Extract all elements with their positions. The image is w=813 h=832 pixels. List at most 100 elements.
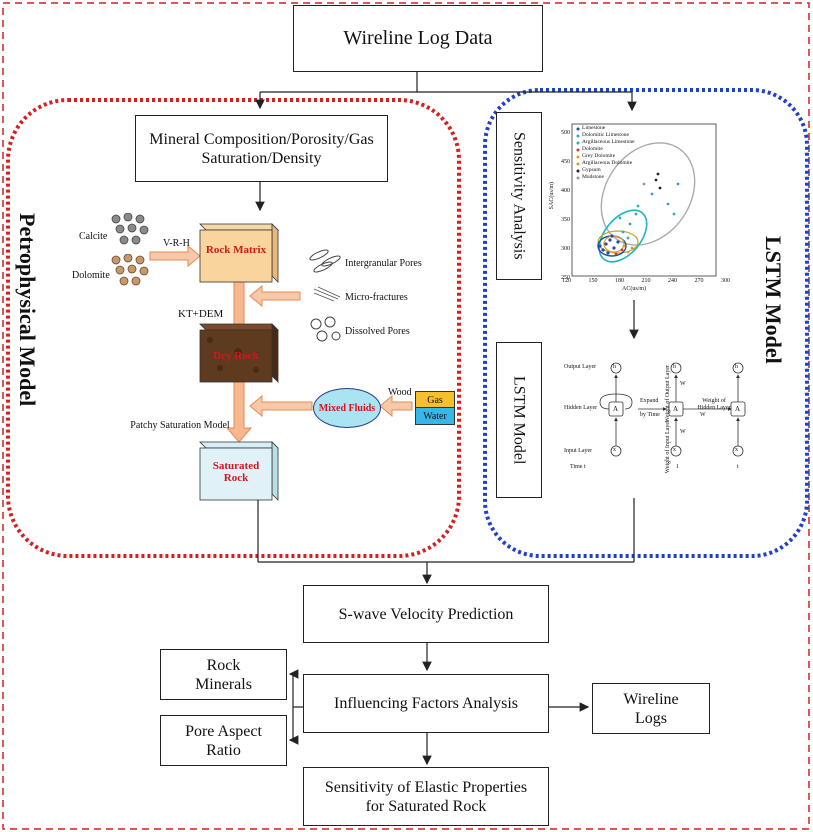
petrophysical-model-title: Petrophysical Model <box>15 213 40 407</box>
y-tick: 500 <box>561 130 570 136</box>
wireline-log-data-label: Wireline Log Data <box>343 27 493 49</box>
rock-matrix-cube <box>199 223 279 283</box>
y-tick: 250 <box>561 275 570 281</box>
vrh-label: V-R-H <box>163 238 190 249</box>
weight-output-label: Weight of Output Layer <box>665 365 671 423</box>
sensitivity-elastic-box: Sensitivity of Elastic Properties for Sa… <box>303 767 549 826</box>
scatter-plot <box>571 123 717 277</box>
dry-rock-label: Dry Rock <box>213 350 259 362</box>
dolomite-label: Dolomite <box>72 270 110 281</box>
gas-label: Gas <box>427 394 443 406</box>
intergranular-pores-icon <box>309 249 341 273</box>
rock-minerals-box: Rock Minerals <box>160 649 287 700</box>
weight-hidden-label: Weight of Hidden Layer <box>697 398 731 411</box>
weight-input-label: Weight of Input Layer <box>665 420 671 474</box>
calcite-grains-icon <box>111 213 149 245</box>
x-tick: 270 <box>694 278 704 284</box>
influencing-factors-label: Influencing Factors Analysis <box>334 695 518 712</box>
legend-item: Mudstone <box>582 174 604 180</box>
wo-label: W <box>680 381 686 387</box>
y-tick: 300 <box>561 246 570 252</box>
dolomite-grains-icon <box>111 254 149 286</box>
x-tick: 300 <box>721 278 730 284</box>
h-node-label: h <box>735 364 738 370</box>
wireline-logs-label: Wireline Logs <box>623 690 679 727</box>
saturated-rock-cube <box>199 441 279 501</box>
lstm-frame <box>483 88 809 558</box>
expand-label: Expand <box>640 398 659 404</box>
by-time-label: by Time <box>640 412 660 418</box>
sensitivity-elastic-label: Sensitivity of Elastic Properties for Sa… <box>324 778 528 815</box>
x-node-label: x <box>673 447 676 453</box>
vrh-arrow <box>149 244 201 268</box>
input-layer-label: Input Layer <box>564 448 593 454</box>
s-wave-prediction-box: S-wave Velocity Prediction <box>303 585 549 643</box>
x-node-label: x <box>735 447 738 453</box>
influencing-factors-box: Influencing Factors Analysis <box>303 674 549 733</box>
x-tick: 150 <box>588 278 598 284</box>
kt-dem-label: KT+DEM <box>178 308 224 320</box>
wireline-log-data-box: Wireline Log Data <box>293 5 543 72</box>
x-node-label: x <box>613 447 616 453</box>
sensitivity-analysis-box: Sensitivity Analysis <box>496 112 542 280</box>
time-1-label: 1 <box>676 464 679 470</box>
mineral-composition-label: Mineral Composition/Porosity/Gas Saturat… <box>149 130 374 167</box>
legend-item: Gypsum <box>582 167 601 173</box>
legend-item: Grey Dolomite <box>582 153 616 159</box>
wood-label: Wood <box>388 387 412 398</box>
rock-matrix-label: Rock Matrix <box>205 244 267 256</box>
x-tick: 240 <box>668 278 677 284</box>
y-tick: 350 <box>561 217 570 223</box>
legend-item: Dolomite <box>582 146 603 152</box>
pores-arrow <box>249 284 301 308</box>
pore-aspect-ratio-box: Pore Aspect Ratio <box>160 715 287 766</box>
lstm-model-box: LSTM Model <box>496 342 542 498</box>
lstm-network-diagram <box>599 362 746 457</box>
legend-item: Argillaceous Limestone <box>582 139 635 145</box>
wi-label: W <box>680 429 686 435</box>
sensitivity-analysis-label: Sensitivity Analysis <box>510 132 528 260</box>
x-tick: 120 <box>562 278 571 284</box>
h-node-label: h <box>673 364 676 370</box>
dry-to-saturated-arrow <box>225 379 253 443</box>
pore-aspect-ratio-label: Pore Aspect Ratio <box>185 722 262 759</box>
intergranular-pores-label: Intergranular Pores <box>345 258 422 269</box>
wh-label: W <box>700 412 706 418</box>
micro-fractures-icon <box>313 286 341 302</box>
scatter-legend: Limestone Dolomitic Limestone Argillaceo… <box>582 125 635 181</box>
dissolved-pores-icon <box>310 316 341 342</box>
water-swatch: Water <box>415 407 455 425</box>
dry-rock-cube <box>199 323 279 383</box>
scatter-legend-markers <box>576 127 580 180</box>
legend-item: Argillaceous Dolomite <box>582 160 633 166</box>
dissolved-pores-label: Dissolved Pores <box>345 326 410 337</box>
scatter-ellipses <box>597 142 696 263</box>
scatter-x-label: AC(us/m) <box>622 286 646 292</box>
time-label: Time t <box>570 464 586 470</box>
gas-water-arrow <box>379 394 413 418</box>
time-t-label: t <box>737 464 739 470</box>
hidden-layer-label: Hidden Layer <box>564 405 598 411</box>
scatter-points <box>598 172 680 256</box>
lstm-model-title: LSTM Model <box>761 236 786 364</box>
output-layer-label: Output Layer <box>564 364 597 370</box>
scatter-x-ticks: 120 150 180 210 240 270 300 <box>562 278 730 284</box>
mineral-composition-box: Mineral Composition/Porosity/Gas Saturat… <box>135 115 388 182</box>
h-node-label: h <box>613 364 616 370</box>
mixed-fluids-ellipse: Mixed Fluids <box>313 388 381 428</box>
cell-a-label: A <box>735 405 741 413</box>
x-tick: 180 <box>615 278 624 284</box>
lstm-model-box-label: LSTM Model <box>510 375 528 465</box>
cell-a-label: A <box>613 405 619 413</box>
fluids-arrow <box>249 394 313 418</box>
water-label: Water <box>423 410 447 422</box>
scatter-y-ticks: 500 450 400 350 300 250 <box>558 119 570 293</box>
calcite-label: Calcite <box>79 231 108 242</box>
legend-item: Dolomitic Limestone <box>582 132 629 138</box>
legend-item: Limestone <box>582 125 606 131</box>
mixed-fluids-label: Mixed Fluids <box>318 402 376 414</box>
cell-a-label: A <box>673 405 679 413</box>
s-wave-prediction-label: S-wave Velocity Prediction <box>338 605 514 623</box>
